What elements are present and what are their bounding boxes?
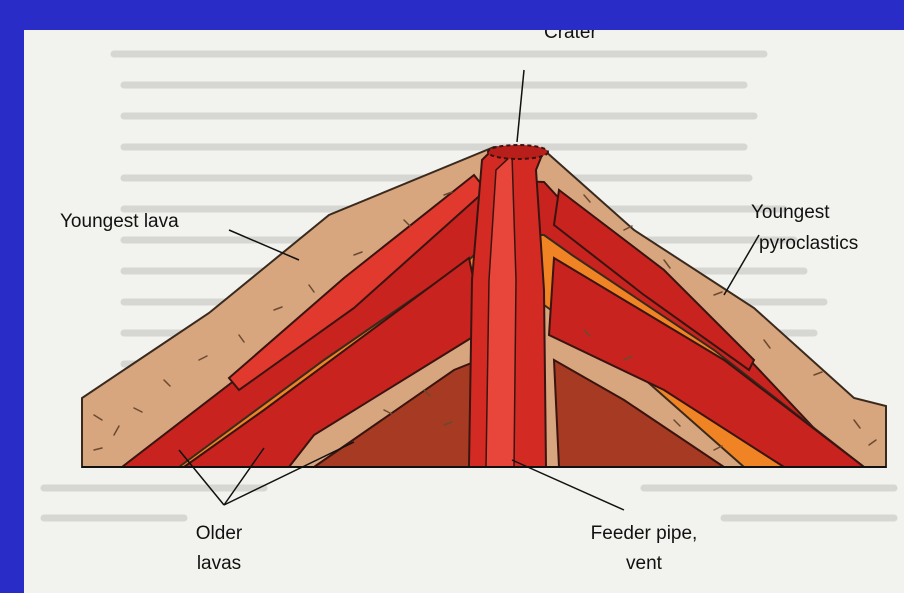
feeder-pipe-label-line1: Feeder pipe, — [574, 523, 714, 545]
feeder-pipe-label-line2: vent — [574, 553, 714, 575]
textbook-page: Crater Youngest lava Youngest pyroclasti… — [24, 30, 904, 593]
youngest-lava-leader — [229, 230, 299, 260]
crater-label: Crater — [544, 30, 597, 44]
youngest-pyroclastics-label-line1: Youngest — [751, 202, 830, 224]
youngest-lava-label: Youngest lava — [60, 211, 179, 233]
pyroclastics-leader — [724, 235, 759, 295]
older-lavas-label-line2: lavas — [174, 553, 264, 575]
volcano-cross-section — [24, 30, 904, 593]
youngest-pyroclastics-label-line2: pyroclastics — [759, 233, 858, 255]
crater-rim — [488, 145, 548, 159]
older-lavas-label-line1: Older — [174, 523, 264, 545]
crater-leader — [517, 70, 524, 142]
